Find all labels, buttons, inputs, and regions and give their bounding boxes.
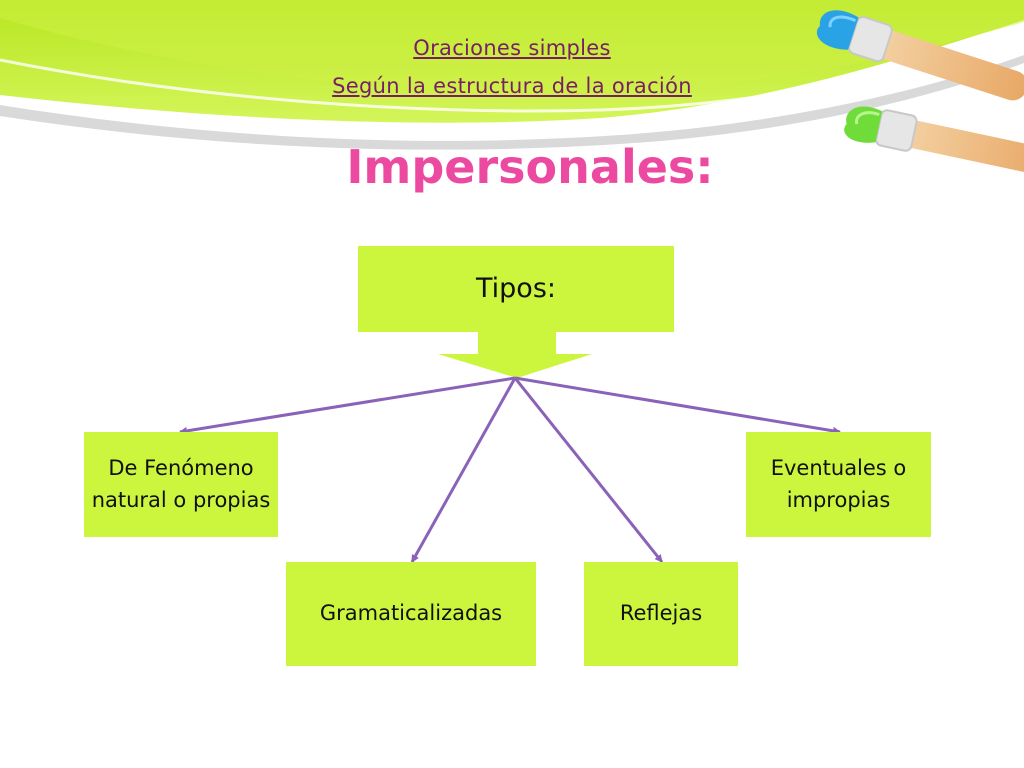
page-title: Impersonales: [346,140,714,194]
header-line-1: Oraciones simples [413,36,611,60]
paintbrush-green-icon [844,106,1024,174]
child-label-reflejas: Reflejas [619,601,703,626]
child-label-gramaticalizadas: Gramaticalizadas [319,601,503,626]
child-box-gramaticalizadas: Gramaticalizadas [286,562,536,666]
child-box-reflejas: Reflejas [584,562,738,666]
root-box-tipos: Tipos: [358,246,674,332]
paintbrush-blue-icon [816,10,1024,101]
arrow-to-reflejas [513,377,664,563]
arrow-to-gramaticalizadas [410,377,517,563]
root-label: Tipos: [476,272,556,304]
child-label-eventuales: Eventuales o impropias [770,456,907,512]
root-down-arrow [438,332,592,378]
child-box-fenomeno: De Fenómeno natural o propias [84,432,278,537]
child-label-fenomeno: De Fenómeno natural o propias [91,456,271,512]
header-line-2: Según la estructura de la oración [332,74,692,98]
arrow-to-eventuales [514,376,841,435]
arrow-to-fenomeno [179,376,516,435]
child-box-eventuales: Eventuales o impropias [746,432,931,537]
